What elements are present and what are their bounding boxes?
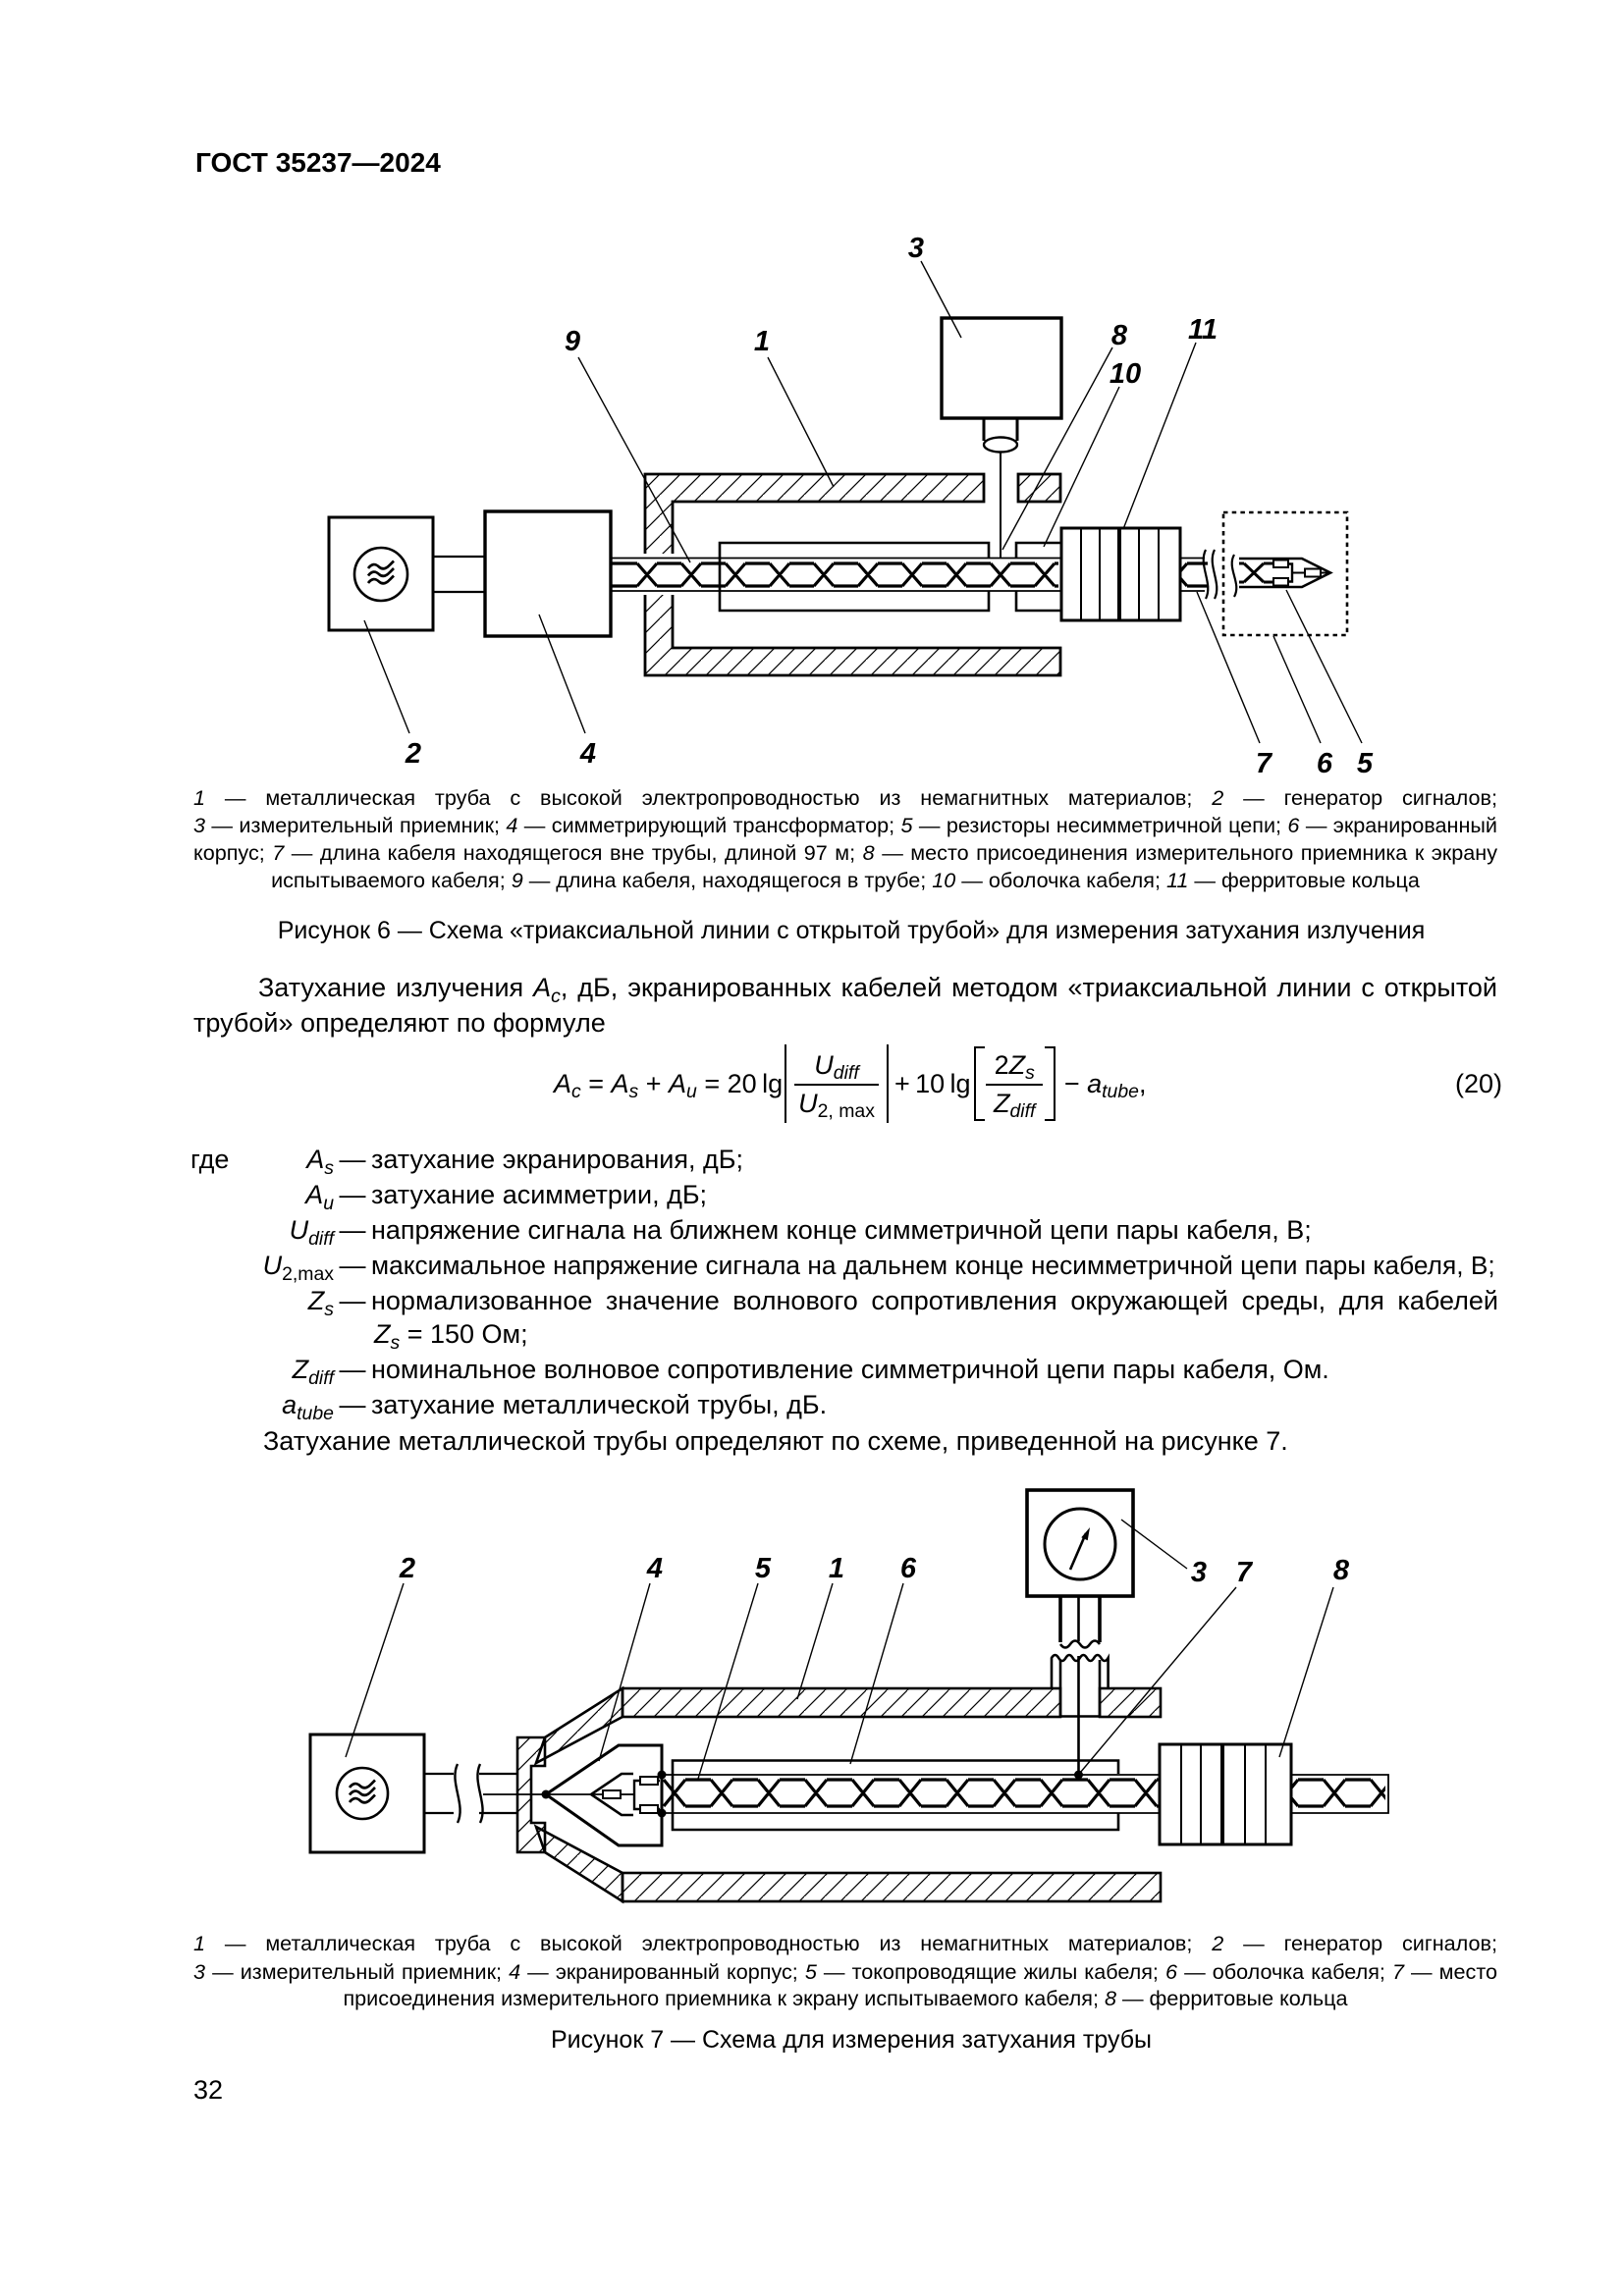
svg-text:1: 1 (754, 326, 770, 357)
svg-text:8: 8 (1333, 1555, 1350, 1586)
svg-text:10: 10 (1110, 358, 1141, 390)
svg-text:7: 7 (1256, 748, 1273, 779)
svg-text:6: 6 (900, 1553, 917, 1584)
svg-text:6: 6 (1317, 748, 1333, 779)
svg-text:2: 2 (405, 738, 421, 770)
svg-text:1: 1 (829, 1553, 844, 1584)
svg-text:11: 11 (1188, 314, 1218, 346)
svg-text:3: 3 (1191, 1557, 1207, 1588)
svg-text:2: 2 (399, 1553, 415, 1584)
svg-text:4: 4 (579, 738, 596, 770)
svg-text:7: 7 (1236, 1557, 1254, 1588)
svg-text:3: 3 (908, 233, 924, 264)
svg-text:4: 4 (646, 1553, 663, 1584)
svg-text:5: 5 (1357, 748, 1374, 779)
svg-text:5: 5 (755, 1553, 772, 1584)
svg-text:9: 9 (565, 326, 580, 357)
svg-text:8: 8 (1111, 320, 1128, 351)
